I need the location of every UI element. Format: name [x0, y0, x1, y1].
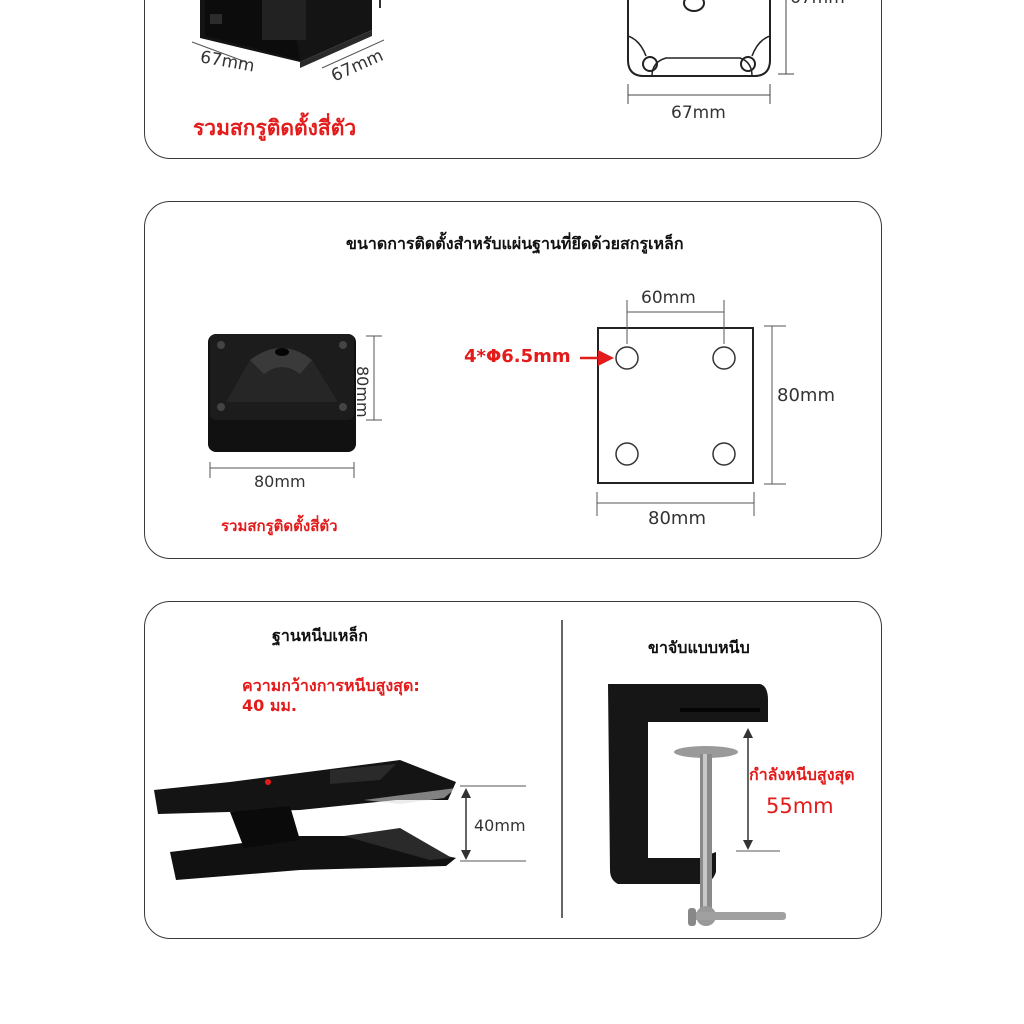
hole-spacing: 60mm	[641, 288, 696, 308]
plate-dim-bottom: 80mm	[648, 508, 706, 529]
panel-clamps	[144, 601, 882, 939]
right-dim-side: 67mm	[790, 0, 845, 8]
spring-clip-photo	[154, 760, 456, 880]
clamp-force-label: กำลังหนีบสูงสุด	[749, 765, 855, 784]
left-title: ฐานหนีบเหล็ก	[272, 626, 368, 645]
clip-width-value: 40 มม.	[242, 696, 298, 715]
clip-dim: 40mm	[474, 816, 526, 835]
screw-note: รวมสกรูติดตั้งสี่ตัว	[193, 116, 357, 140]
right-title: ขาจับแบบหนีบ	[648, 638, 750, 657]
hole-label: 4*Φ6.5mm	[464, 346, 571, 367]
clamp-force-value: 55mm	[766, 794, 834, 818]
base-80-photo	[208, 334, 356, 452]
dim-line-a	[191, 41, 247, 63]
plate-dim-side: 80mm	[777, 385, 835, 406]
clip-width-label: ความกว้างการหนีบสูงสุด:	[242, 676, 420, 695]
mount-hole	[615, 442, 639, 466]
right-dim-bottom: 67mm	[671, 103, 726, 123]
mount-hole	[712, 442, 736, 466]
base-67-photo	[200, 0, 372, 68]
c-clamp-photo	[608, 684, 786, 926]
mount-hole	[712, 346, 736, 370]
screw-note-2: รวมสกรูติดตั้งสี่ตัว	[221, 517, 338, 535]
plate-80-drawing	[597, 327, 754, 484]
mount-hole	[615, 346, 639, 370]
plate-67-drawing	[627, 0, 771, 77]
panel2-title: ขนาดการติดตั้งสำหรับแผ่นฐานที่ยึดด้วยสกร…	[346, 234, 684, 253]
dim-line-b	[321, 39, 385, 69]
photo-dim-bottom: 80mm	[254, 472, 306, 491]
